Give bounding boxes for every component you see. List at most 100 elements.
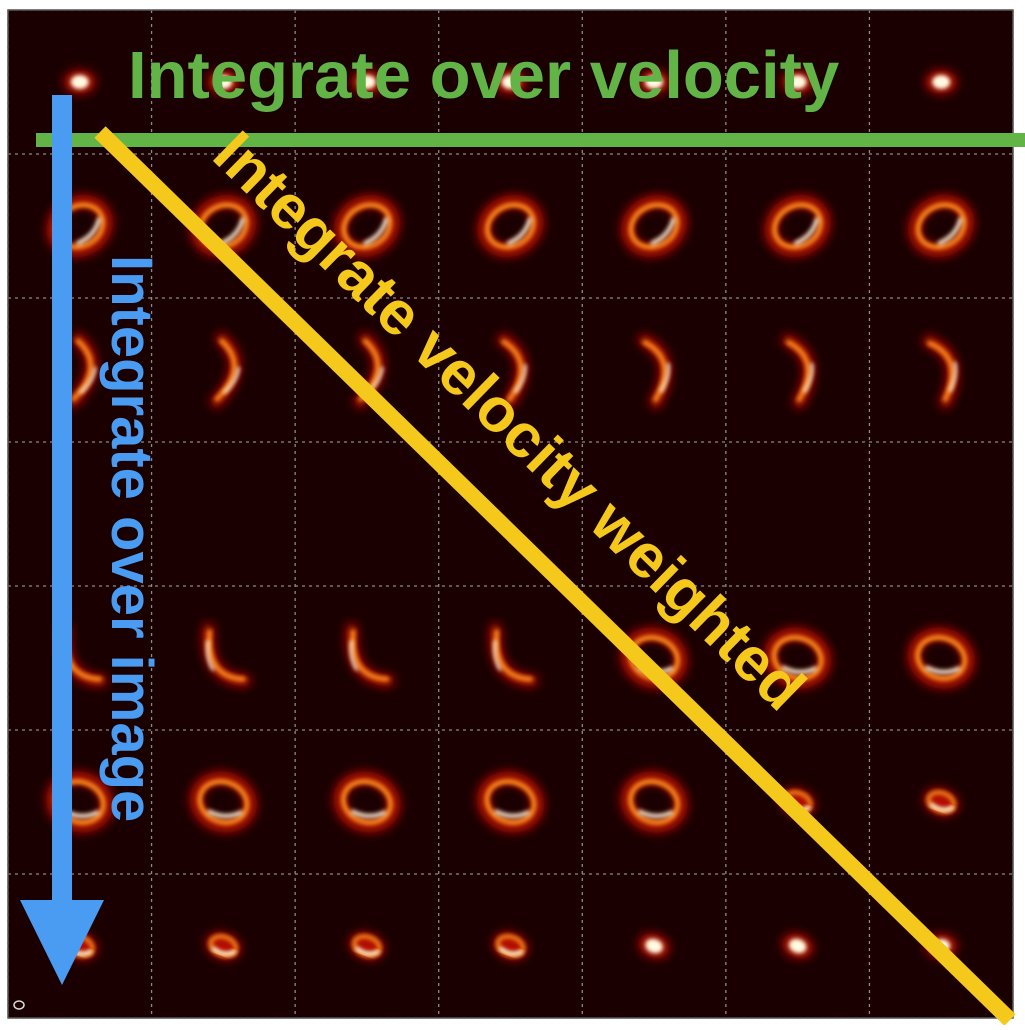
- panel-cell-r3-c3: [481, 488, 540, 540]
- emission-arc: [350, 629, 390, 682]
- panel-cell-r5-c1: [189, 771, 257, 833]
- panel-cell-r0-c5: [781, 70, 814, 94]
- emission-hotspot: [659, 362, 670, 393]
- panel-cell-r2-c1: [210, 332, 241, 408]
- emission-hotspot: [363, 217, 389, 246]
- emission-ring: [772, 202, 824, 250]
- emission-ring-halo: [333, 194, 400, 258]
- emission-ring-halo: [190, 194, 257, 258]
- panel-grid-lines: [7, 9, 1014, 1019]
- emission-ring: [484, 202, 537, 250]
- emission-ring: [340, 778, 393, 826]
- emission-ring-halo: [620, 771, 688, 833]
- emission-ring: [915, 634, 968, 682]
- emission-ring: [197, 778, 250, 826]
- panel-cell-r0-c1: [207, 70, 240, 94]
- emission-core: [501, 75, 520, 89]
- panel-cell-r1-c5: [764, 194, 831, 258]
- emission-hotspot: [637, 809, 674, 818]
- panel-cell-r5-c4: [620, 771, 688, 833]
- panel-cell-r2-c5: [781, 334, 815, 409]
- emission-hotspot: [350, 809, 387, 818]
- emission-hotspot: [371, 517, 386, 531]
- corner-marker-icon: [13, 1000, 25, 1010]
- panel-cell-r4-c6: [907, 627, 975, 689]
- emission-hotspot: [514, 517, 530, 531]
- panel-cell-r0-c6: [925, 70, 958, 94]
- panel-cell-r6-c3: [493, 932, 528, 960]
- left-arrow-head: [20, 900, 104, 985]
- emission-hotspot: [803, 362, 814, 393]
- emission-ring-halo: [764, 194, 831, 258]
- panel-cell-r6-c5: [782, 933, 814, 959]
- diagonal-line: [94, 126, 1016, 1026]
- panel-cell-r2-c3: [497, 333, 528, 409]
- emission-ring: [628, 778, 681, 826]
- panel-cell-r6-c2: [349, 932, 385, 960]
- emission-hotspot: [944, 496, 959, 511]
- panel-cell-r4-c5: [764, 627, 832, 689]
- panel-cell-r0-c0: [63, 70, 96, 94]
- panel-cell-r3-c2: [337, 488, 396, 540]
- emission-ring-halo: [621, 194, 688, 258]
- panel-cell-r5-c3: [476, 771, 545, 833]
- emission-core: [645, 75, 664, 89]
- emission-hotspot: [219, 217, 245, 246]
- emission-core: [788, 75, 807, 89]
- emission-ring-halo: [189, 771, 257, 833]
- panel-cell-r1-c6: [908, 194, 975, 258]
- emission-hotspot: [206, 640, 215, 671]
- emission-ring: [628, 202, 680, 250]
- emission-ring: [915, 202, 967, 250]
- emission-hotspot: [937, 217, 963, 246]
- emission-hotspot: [929, 802, 954, 812]
- emission-core: [645, 938, 663, 954]
- panel-cell-r3-c5: [770, 486, 825, 542]
- emission-hotspot: [658, 517, 673, 531]
- panel-cell-r5-c6: [923, 788, 959, 816]
- emission-arc: [785, 339, 811, 403]
- panel-cell-r2-c4: [638, 334, 672, 409]
- emission-ring: [771, 634, 824, 682]
- emission-hotspot: [494, 809, 530, 818]
- emission-hotspot: [506, 217, 532, 246]
- emission-arc: [501, 339, 524, 403]
- emission-hotspot: [514, 364, 527, 394]
- panel-cell-r3-c6: [914, 486, 969, 542]
- emission-core: [357, 75, 376, 89]
- emission-ring: [341, 202, 393, 250]
- emission-hotspot: [207, 809, 243, 818]
- emission-hotspot: [781, 665, 818, 674]
- panel-cell-r0-c3: [494, 70, 527, 94]
- panel-cell-r0-c4: [638, 70, 671, 94]
- emission-arc: [493, 629, 533, 682]
- panel-border: [7, 9, 1014, 1019]
- emission-hotspot: [793, 217, 819, 246]
- panel-cell-r3-c4: [625, 488, 684, 540]
- emission-hotspot: [211, 946, 236, 956]
- panel-cell-r1-c4: [621, 194, 688, 258]
- panel-cell-r1-c2: [333, 194, 400, 258]
- panel-cell-r6-c1: [205, 932, 241, 960]
- emission-hotspot: [493, 640, 502, 671]
- emission-ring-halo: [476, 771, 545, 833]
- emission-arc: [642, 339, 668, 403]
- panel-cell-r3-c1: [194, 488, 253, 540]
- emission-hotspot: [79, 366, 97, 394]
- panel-cell-r2-c0: [66, 332, 98, 408]
- emission-hotspot: [801, 496, 816, 511]
- emission-core: [788, 938, 807, 954]
- emission-hotspot: [355, 946, 380, 956]
- emission-hotspot: [925, 665, 961, 674]
- emission-hotspot: [83, 517, 99, 531]
- emission-ring-halo: [907, 627, 975, 689]
- panel-cell-r4-c3: [489, 623, 539, 687]
- panel-cell-r2-c6: [922, 335, 959, 409]
- emission-ring-halo: [477, 194, 544, 258]
- emission-hotspot: [948, 361, 957, 393]
- emission-arc: [206, 629, 246, 682]
- emission-core: [70, 75, 89, 89]
- emission-core: [932, 75, 951, 89]
